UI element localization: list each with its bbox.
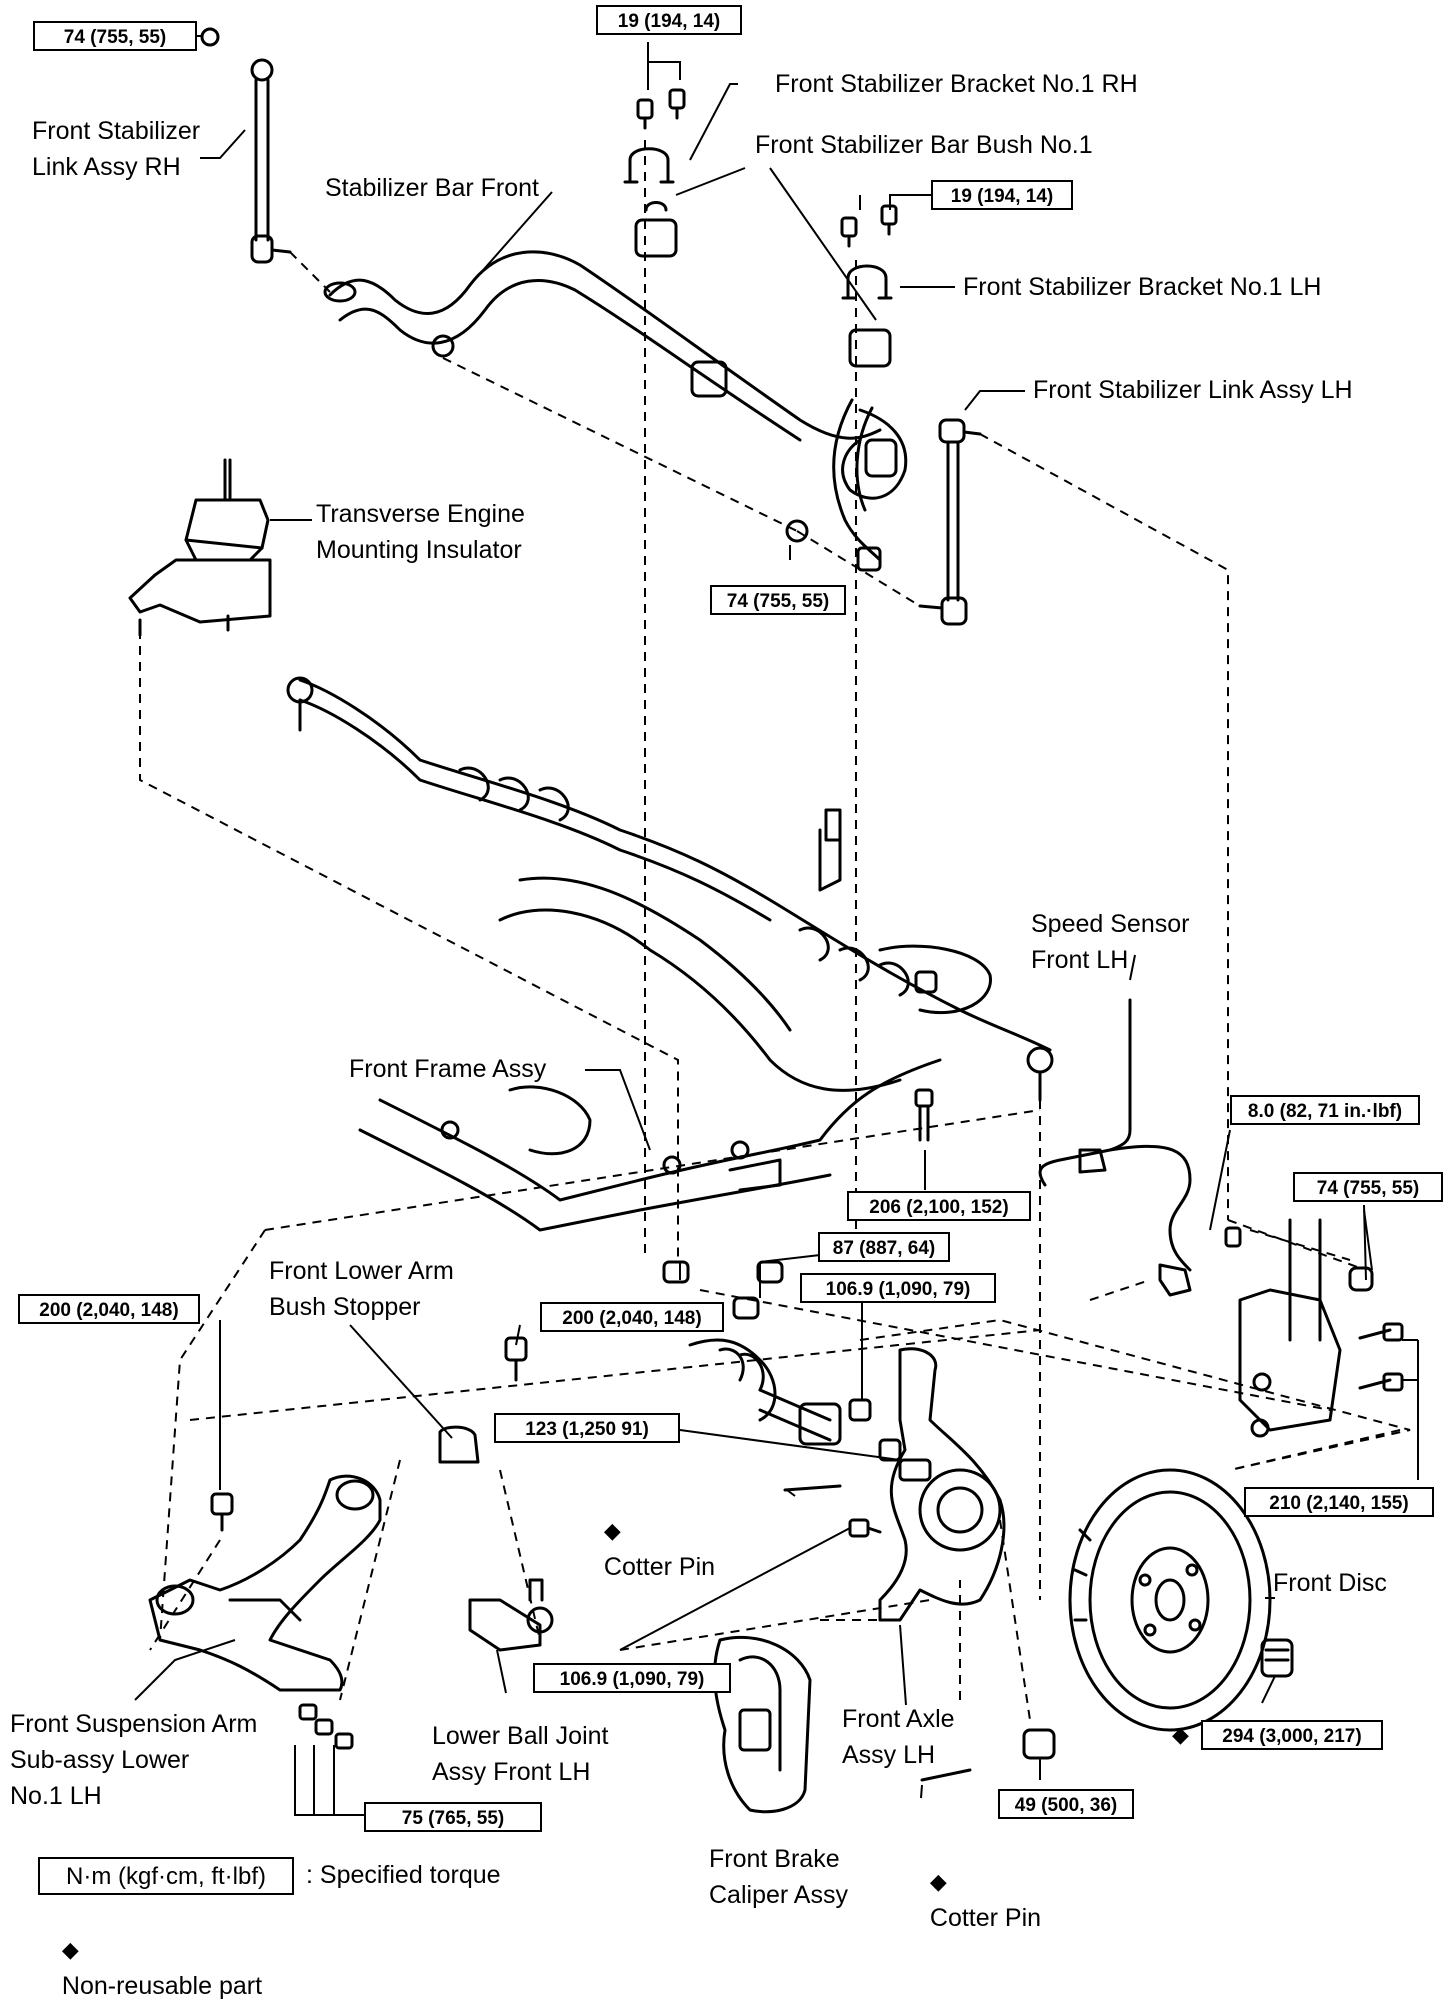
torque-74-strut: 74 (755, 55)	[1293, 1172, 1443, 1202]
steering-rack	[286, 676, 1054, 1102]
lower-ball-joint	[468, 1578, 554, 1652]
torque-200-mid: 200 (2,040, 148)	[540, 1302, 724, 1332]
legend-unit-box: N·m (kgf·cm, ft·lbf)	[38, 1857, 294, 1895]
label-stabilizer-bracket-lh: Front Stabilizer Bracket No.1 LH	[963, 273, 1322, 301]
label-stabilizer-bar-front: Stabilizer Bar Front	[325, 174, 539, 202]
torque-210: 210 (2,140, 155)	[1244, 1487, 1434, 1517]
torque-206: 206 (2,100, 152)	[847, 1191, 1031, 1221]
label-lower-arm-bush-stopper: Front Lower Arm Bush Stopper	[269, 1257, 454, 1321]
drive-shaft	[688, 1338, 842, 1446]
label-engine-mount: Transverse Engine Mounting Insulator	[316, 500, 525, 564]
brake-caliper	[713, 1635, 812, 1814]
front-frame	[358, 876, 992, 1232]
torque-49: 49 (500, 36)	[998, 1789, 1134, 1819]
axle-nut	[1260, 1638, 1294, 1678]
bush-stopper	[438, 1336, 528, 1464]
legend-non-reusable-text: Non-reusable part	[61, 1972, 263, 2000]
torque-8: 8.0 (82, 71 in.·lbf)	[1230, 1095, 1420, 1125]
torque-75: 75 (765, 55)	[364, 1802, 542, 1832]
torque-106-9-upper: 106.9 (1,090, 79)	[800, 1273, 996, 1303]
torque-bracket-rh: 19 (194, 14)	[596, 5, 742, 35]
non-reusable-diamond-icon: ◆	[1172, 1722, 1189, 1747]
label-stabilizer-link-rh: Front Stabilizer Link Assy RH	[32, 117, 201, 181]
cotter-pin-lower-text: Cotter Pin	[929, 1904, 1042, 1932]
label-brake-caliper: Front Brake Caliper Assy	[709, 1845, 848, 1909]
non-reusable-diamond-icon: ◆	[61, 1937, 79, 1962]
torque-106-9-lower: 106.9 (1,090, 79)	[533, 1663, 731, 1693]
label-stabilizer-bush: Front Stabilizer Bar Bush No.1	[755, 131, 1093, 159]
legend-specified-torque: : Specified torque	[306, 1861, 501, 1889]
torque-bracket-lh: 19 (194, 14)	[931, 180, 1073, 210]
stabilizer-link-lh	[918, 418, 982, 626]
stabilizer-link-rh	[250, 58, 292, 264]
label-speed-sensor: Speed Sensor Front LH	[1031, 910, 1190, 974]
label-front-axle: Front Axle Assy LH	[842, 1705, 955, 1769]
label-front-frame: Front Frame Assy	[349, 1055, 547, 1083]
torque-294: 294 (3,000, 217)	[1201, 1720, 1383, 1750]
torque-123: 123 (1,250 91)	[494, 1413, 680, 1443]
label-lower-ball-joint: Lower Ball Joint Assy Front LH	[432, 1722, 609, 1786]
torque-link-lh-nut: 74 (755, 55)	[710, 585, 846, 615]
front-disc	[1068, 1468, 1272, 1732]
label-cotter-pin-lower: ◆ Cotter Pin	[916, 1827, 1041, 1936]
torque-link-rh: 74 (755, 55)	[33, 21, 197, 51]
label-cotter-pin-upper: ◆ Cotter Pin	[590, 1476, 715, 1585]
torque-200-left: 200 (2,040, 148)	[18, 1294, 200, 1324]
engine-mount	[128, 458, 272, 637]
exploded-diagram	[128, 27, 1419, 1816]
non-reusable-diamond-icon: ◆	[603, 1518, 621, 1543]
label-suspension-arm: Front Suspension Arm Sub-assy Lower No.1…	[10, 1710, 258, 1810]
strut-assembly	[1224, 1218, 1404, 1438]
label-stabilizer-bracket-rh: Front Stabilizer Bracket No.1 RH	[775, 70, 1138, 98]
legend-non-reusable: ◆ Non-reusable part	[48, 1895, 262, 2004]
stabilizer-bar-front	[323, 250, 908, 572]
lower-suspension-arm	[148, 1474, 382, 1750]
torque-87: 87 (887, 64)	[818, 1232, 950, 1262]
speed-sensor	[1038, 998, 1192, 1297]
cotter-pin-upper-text: Cotter Pin	[603, 1553, 716, 1581]
label-stabilizer-link-lh: Front Stabilizer Link Assy LH	[1033, 376, 1353, 404]
stabilizer-brackets	[623, 88, 898, 368]
label-front-disc: Front Disc	[1273, 1569, 1387, 1597]
frame-bolts	[662, 970, 938, 1320]
non-reusable-diamond-icon: ◆	[929, 1869, 947, 1894]
steering-knuckle	[848, 1347, 1006, 1622]
